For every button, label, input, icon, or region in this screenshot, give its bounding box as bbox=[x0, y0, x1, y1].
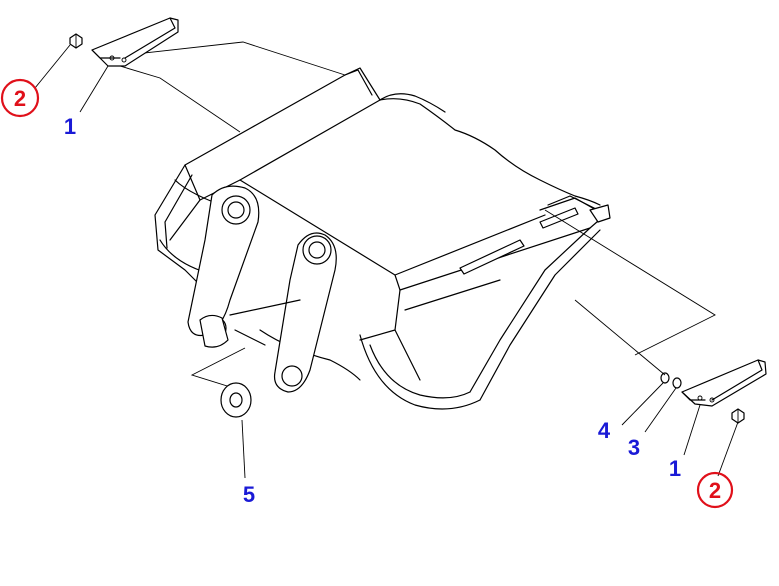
callout-circle-right bbox=[696, 471, 734, 509]
callout-3: 3 bbox=[628, 435, 640, 460]
callout-4: 4 bbox=[598, 418, 611, 443]
bucket-body bbox=[154, 67, 611, 410]
side-cutter-left bbox=[91, 17, 179, 67]
callout-5: 5 bbox=[243, 482, 255, 507]
callout-1-right: 1 bbox=[669, 456, 681, 481]
callout-2-right: 2 bbox=[709, 478, 721, 503]
bolt-right bbox=[731, 408, 745, 424]
bolt-left bbox=[69, 33, 83, 49]
callout-circle-left bbox=[0, 78, 40, 118]
leader-lines bbox=[34, 44, 739, 479]
callout-1-left: 1 bbox=[64, 114, 76, 139]
side-cutter-right bbox=[681, 359, 767, 407]
assembly-guide-lines bbox=[99, 41, 716, 391]
washer-nut-pair bbox=[660, 372, 682, 389]
callout-2-left: 2 bbox=[14, 86, 26, 111]
shim-washer bbox=[220, 382, 252, 418]
